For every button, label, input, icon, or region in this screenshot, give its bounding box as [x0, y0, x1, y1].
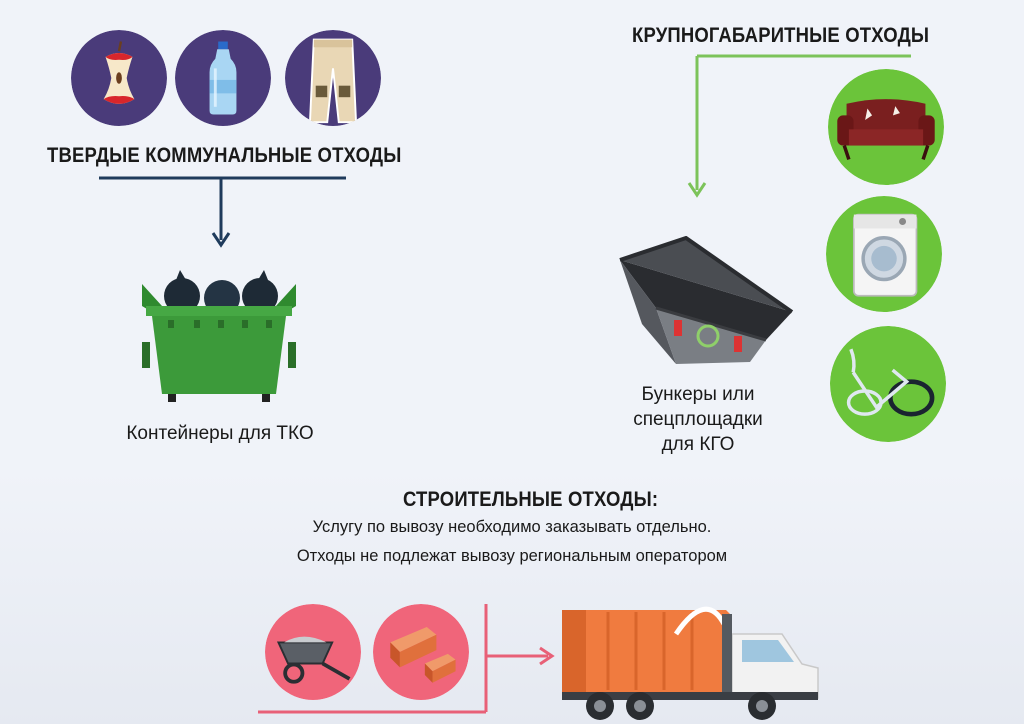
kgo-bunker-label-line-1: Бункеры или: [641, 384, 755, 405]
apple-core-icon: [71, 30, 167, 126]
kgo-bunker-label: Бункеры или спецплощадки для КГО: [598, 382, 798, 457]
tko-container-label: Контейнеры для ТКО: [126, 423, 314, 444]
kgo-bunker-icon: [619, 236, 794, 364]
construction-title: СТРОИТЕЛЬНЫЕ ОТХОДЫ:: [403, 488, 659, 511]
construction-note-line-2: Отходы не подлежат вывозу региональным о…: [296, 547, 728, 565]
kgo-bunker-label-line-3: для КГО: [661, 434, 735, 455]
kgo-title: КРУПНОГАБАРИТНЫЕ ОТХОДЫ: [632, 24, 930, 47]
wheelbarrow-icon: [265, 604, 361, 700]
construction-note-line-1: Услугу по вывозу необходимо заказывать о…: [312, 518, 712, 536]
kgo-bunker-label-line-2: спецплощадки: [633, 409, 763, 430]
bricks-icon: [373, 604, 469, 700]
background-fade: [0, 470, 1024, 724]
broken-bicycle-icon: [830, 326, 946, 442]
garbage-truck-icon: [562, 606, 819, 720]
old-sofa-icon: [828, 69, 944, 185]
old-pants-icon: [285, 30, 381, 126]
tko-container-icon: [142, 270, 296, 402]
tko-title: ТВЕРДЫЕ КОММУНАЛЬНЫЕ ОТХОДЫ: [47, 144, 402, 167]
plastic-bottle-icon: [175, 30, 271, 126]
washing-machine-icon: [826, 196, 942, 312]
